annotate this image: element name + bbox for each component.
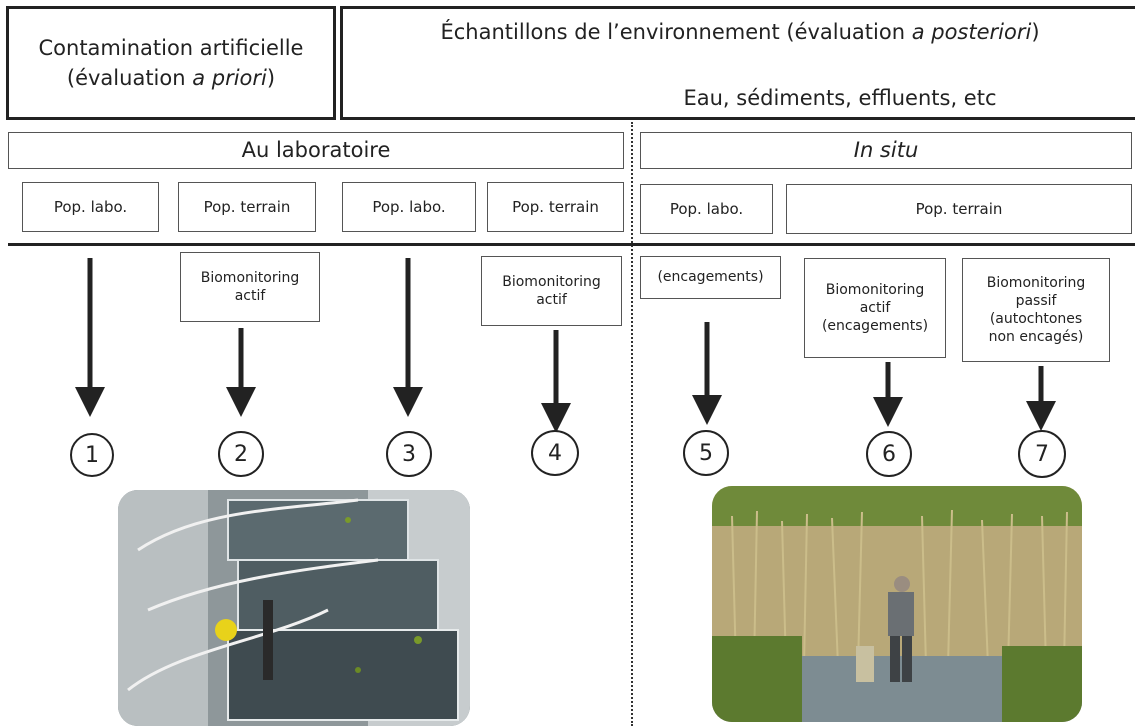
field-photo [712, 486, 1082, 722]
step-circle-2: 2 [218, 431, 264, 477]
population-box-6: Pop. terrain [786, 184, 1132, 234]
population-box-4: Pop. terrain [487, 182, 624, 232]
step-circle-5: 5 [683, 430, 729, 476]
header-right-line1: Échantillons de l’environnement (évaluat… [440, 20, 1040, 44]
step-circle-3: 3 [386, 431, 432, 477]
step-circle-6: 6 [866, 431, 912, 477]
population-box-3: Pop. labo. [342, 182, 476, 232]
step-circle-7: 7 [1018, 430, 1066, 478]
population-box-5: Pop. labo. [640, 184, 773, 234]
step-circle-4: 4 [531, 430, 579, 476]
note-box-5: (encagements) [640, 256, 781, 299]
header-right-line2: Eau, sédiments, effluents, etc [683, 85, 997, 110]
section-insitu-label: In situ [640, 132, 1132, 169]
section-lab-label: Au laboratoire [8, 132, 624, 169]
lab-aquarium-photo [118, 490, 470, 726]
population-box-2: Pop. terrain [178, 182, 316, 232]
step-circle-1: 1 [70, 433, 114, 477]
header-left-box: Contamination artificielle (évaluation a… [6, 6, 336, 120]
header-right-box: Échantillons de l’environnement (évaluat… [340, 6, 1135, 120]
horizontal-separator [8, 243, 1135, 246]
population-box-1: Pop. labo. [22, 182, 159, 232]
header-left-line2: (évaluation a priori) [66, 66, 276, 90]
section-divider [631, 122, 633, 726]
aquarium-illustration [118, 490, 470, 726]
field-illustration [712, 486, 1082, 722]
header-left-line1: Contamination artificielle [38, 35, 304, 60]
